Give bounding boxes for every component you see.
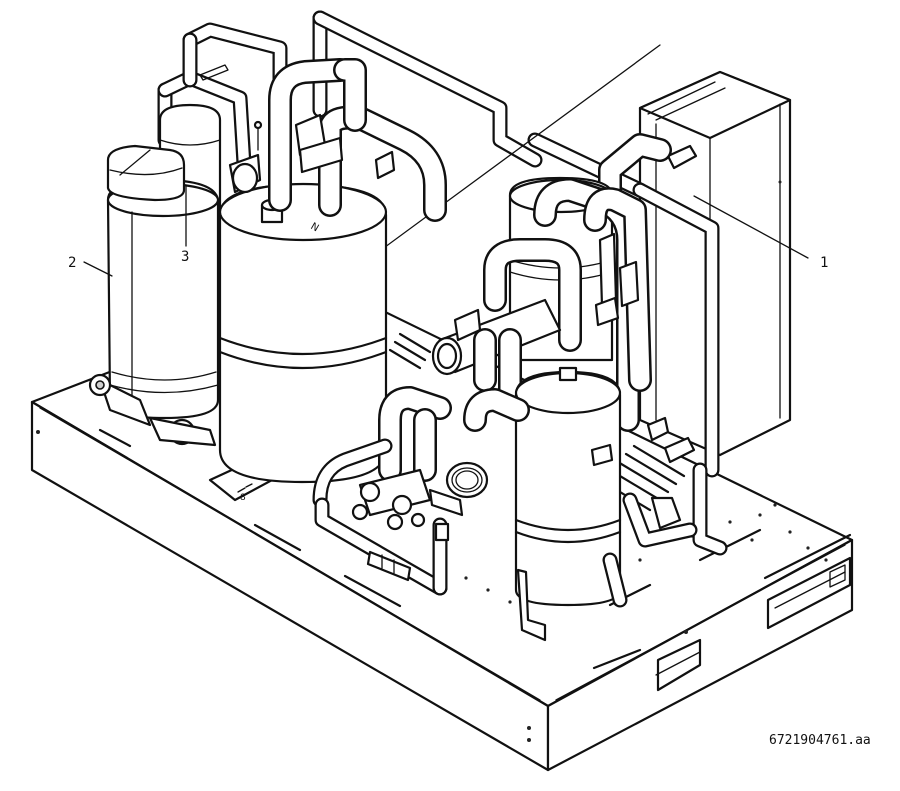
callout-1: 1 (820, 255, 829, 271)
service-valves (351, 468, 464, 531)
liquid-receiver: N (218, 182, 388, 484)
suction-accumulator (514, 366, 622, 642)
piping-top (228, 58, 447, 222)
callout-3: 3 (181, 249, 190, 265)
vent-grille-left (388, 332, 432, 370)
drawing-number: 6721904761.aa (769, 733, 871, 748)
scroll-compressor (88, 178, 220, 447)
svg-text:N: N (309, 221, 321, 234)
leader-lines (83, 184, 809, 277)
terminal-box (106, 144, 186, 202)
piping-middle (431, 178, 652, 432)
callout-2: 2 (68, 255, 77, 271)
piping-front (312, 386, 698, 608)
svg-text:8: 8 (240, 493, 246, 503)
